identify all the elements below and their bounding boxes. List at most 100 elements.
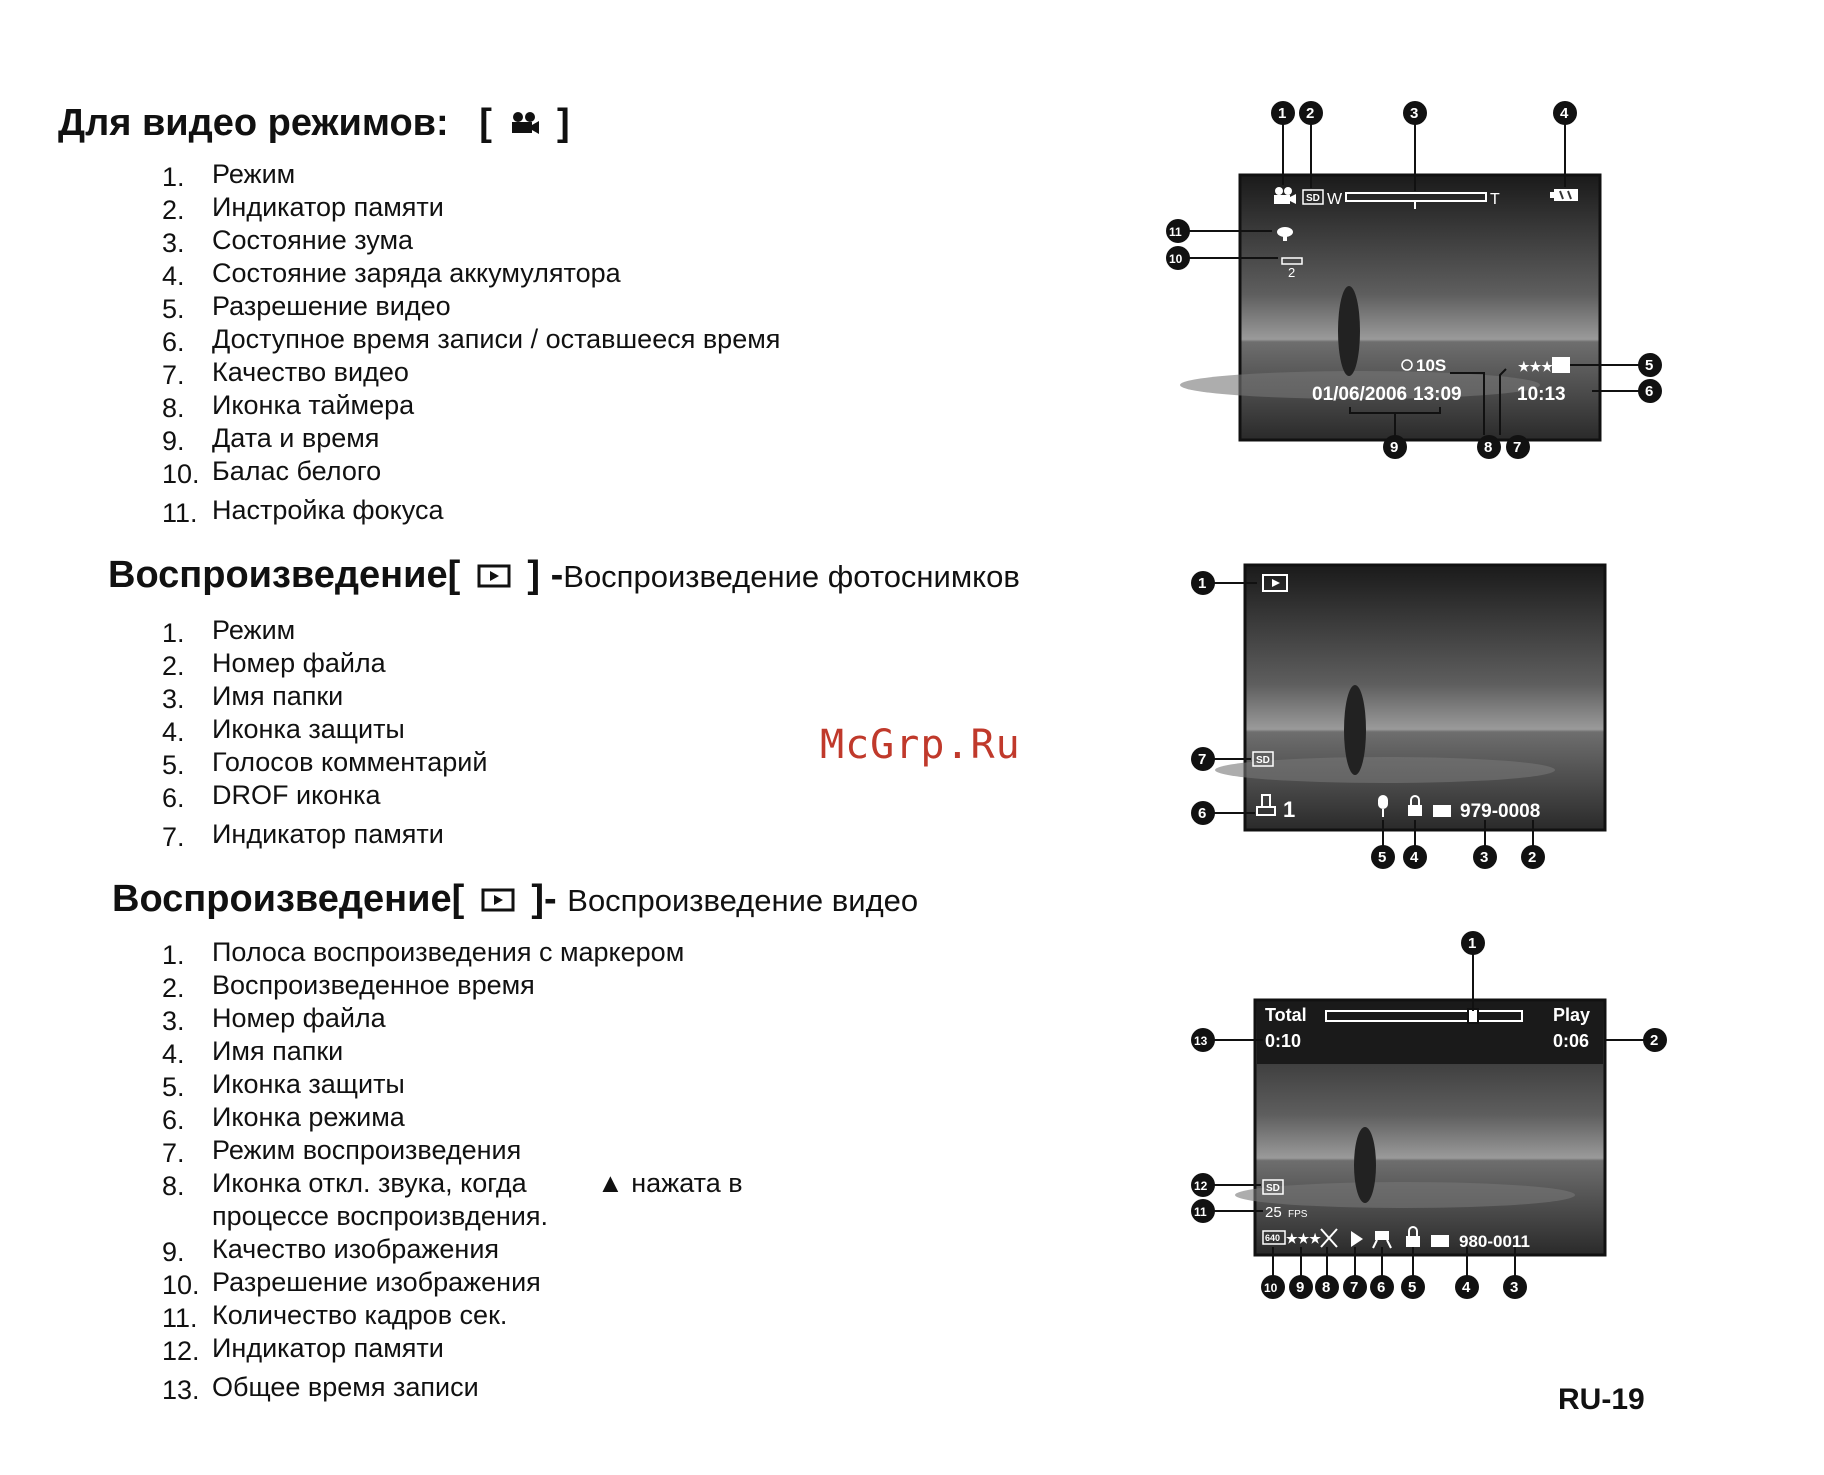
list-item: 6.Иконка режима [162, 1102, 405, 1135]
total-label: Total [1265, 1005, 1307, 1025]
movie-camera-icon [508, 103, 540, 146]
svg-text:10: 10 [1169, 252, 1183, 266]
play-label: Play [1553, 1005, 1590, 1025]
list-item: 7.Индикатор памяти [162, 819, 444, 852]
svg-text:12: 12 [1194, 1179, 1208, 1193]
play-mode-icon [1262, 574, 1288, 592]
video-playback-section-title: Воспроизведение[ ]- Воспроизведение виде… [112, 878, 918, 922]
video-mode-screen: SD W T 2 10S ★★★ 01/06/2006 13:09 10:13 … [1166, 101, 1662, 459]
svg-text:11: 11 [1169, 225, 1182, 239]
sd-card-icon: SD [1302, 189, 1324, 205]
playback-bar[interactable] [1325, 1010, 1523, 1022]
folder-icon [1433, 805, 1451, 817]
play-icon [477, 555, 511, 598]
timer-value: 10S [1416, 356, 1446, 375]
list-item: 7.Режим воспроизведения [162, 1135, 522, 1168]
voice-memo-icon [1378, 795, 1388, 817]
svg-text:7: 7 [1513, 439, 1521, 456]
photo-playback-items-list: 1.Режим 2.Номер файла 3.Имя папки 4.Икон… [162, 614, 487, 852]
svg-text:1: 1 [1278, 105, 1286, 122]
list-item: 6.DROF иконка [162, 780, 381, 813]
list-item: 9.Качество изображения [162, 1234, 500, 1267]
time-value: 13:09 [1413, 384, 1462, 405]
svg-text:7: 7 [1350, 1279, 1358, 1296]
tree-image [1338, 286, 1360, 376]
photo-playback-screen: SD 1 979-0008 1 2 3 4 5 6 7 [1191, 563, 1607, 869]
svg-text:9: 9 [1296, 1279, 1304, 1296]
svg-text:6: 6 [1645, 383, 1653, 400]
folder-icon [1431, 1235, 1449, 1247]
video-section-title: Для видео режимов: [ ] [58, 102, 570, 146]
fps-unit: FPS [1288, 1209, 1308, 1220]
svg-text:1: 1 [1198, 575, 1206, 592]
svg-text:3: 3 [1410, 105, 1418, 122]
list-item: 8.Иконка таймера [162, 390, 415, 423]
lock-icon [1408, 795, 1422, 816]
playback-marker[interactable] [1467, 1008, 1479, 1024]
svg-text:640: 640 [1265, 1233, 1280, 1243]
svg-text:5: 5 [1408, 1279, 1416, 1296]
tree-image [1344, 685, 1366, 775]
play-icon [481, 879, 515, 922]
played-time: 0:06 [1553, 1031, 1589, 1051]
callout-badges: 1 2 3 4 5 6 7 8 9 10 11 [1166, 101, 1662, 459]
list-item: 13.Общее время записи [162, 1372, 479, 1405]
svg-text:11: 11 [1194, 1205, 1207, 1219]
photo-playback-section-title: Воспроизведение[ ] -Воспроизведение фото… [108, 554, 1020, 598]
svg-text:2: 2 [1288, 265, 1295, 280]
resolution-icon [1552, 357, 1570, 373]
remaining-time: 10:13 [1517, 384, 1566, 405]
svg-text:2: 2 [1528, 849, 1536, 866]
svg-text:4: 4 [1410, 849, 1419, 866]
list-item: 2.Номер файла [162, 648, 386, 681]
list-item: 5.Разрешение видео [162, 291, 451, 324]
list-item: 7.Качество видео [162, 357, 409, 390]
svg-text:8: 8 [1322, 1279, 1330, 1296]
svg-text:6: 6 [1198, 805, 1206, 822]
video-items-list: 1.Режим 2.Индикатор памяти 3.Состояние з… [162, 158, 780, 528]
list-item: 1.Режим [162, 159, 296, 192]
svg-text:3: 3 [1510, 1279, 1518, 1296]
svg-text:3: 3 [1480, 849, 1488, 866]
movie-camera-icon [1274, 187, 1296, 204]
resolution-icon: 640 [1262, 1230, 1286, 1245]
list-item: 3.Имя папки [162, 681, 344, 714]
svg-text:7: 7 [1198, 751, 1206, 768]
video-playback-items-list: 1.Полоса воспроизведения с маркером 2.Во… [162, 936, 743, 1405]
battery-icon [1550, 189, 1578, 201]
watermark: McGrp.Ru [820, 722, 1021, 768]
list-item: 3.Номер файла [162, 1003, 386, 1036]
svg-text:SD: SD [1306, 193, 1320, 204]
file-number: 980-0011 [1459, 1232, 1530, 1251]
list-item: 4.Иконка защиты [162, 714, 405, 747]
svg-text:5: 5 [1645, 357, 1653, 374]
list-item: 12.Индикатор памяти [162, 1333, 444, 1366]
svg-text:SD: SD [1256, 755, 1270, 766]
svg-text:8: 8 [1484, 439, 1492, 456]
svg-text:13: 13 [1194, 1034, 1208, 1048]
date-value: 01/06/2006 [1312, 384, 1407, 405]
tree-image [1354, 1127, 1376, 1203]
list-item: 1.Полоса воспроизведения с маркером [162, 937, 685, 970]
dpof-icon [1256, 794, 1276, 816]
list-item: 10.Разрешение изображения [162, 1267, 541, 1300]
list-item: 10.Балас белого [162, 456, 382, 489]
sd-card-icon: SD [1252, 751, 1274, 767]
list-item: 11.Количество кадров сек. [162, 1300, 508, 1333]
file-number: 979-0008 [1460, 801, 1540, 822]
fps-value: 25 [1265, 1204, 1282, 1221]
list-item: 1.Режим [162, 615, 296, 648]
svg-text:4: 4 [1462, 1279, 1471, 1296]
svg-text:9: 9 [1390, 439, 1398, 456]
svg-text:2: 2 [1306, 105, 1314, 122]
callout-badges: 1 2 3 4 5 6 7 [1191, 571, 1545, 869]
svg-text:1: 1 [1468, 935, 1476, 952]
mute-icon [1320, 1228, 1338, 1248]
lock-icon [1406, 1226, 1420, 1247]
svg-text:4: 4 [1560, 105, 1569, 122]
macro-focus-icon [1277, 227, 1293, 241]
play-mode-icon [1351, 1231, 1363, 1247]
timer-icon [1401, 359, 1413, 371]
list-item: 2.Индикатор памяти [162, 192, 444, 225]
video-quality: ★★★ [1518, 359, 1553, 374]
